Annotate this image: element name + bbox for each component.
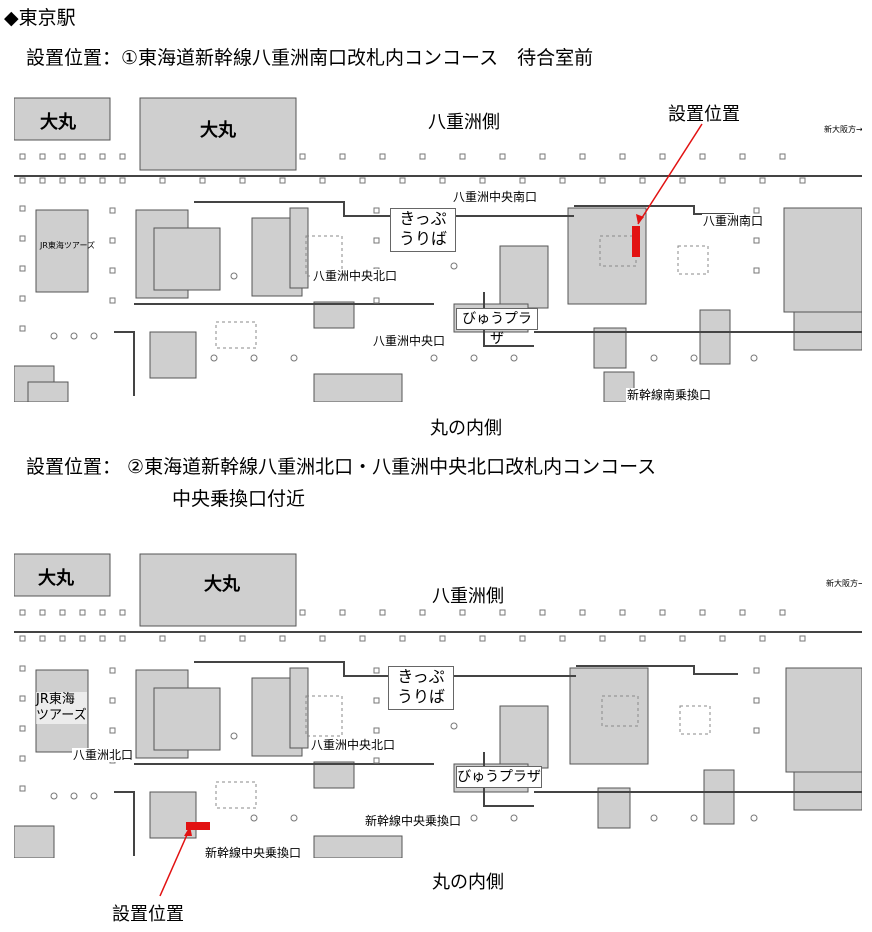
map1-callout-line [637, 123, 703, 225]
station-map-1: 大丸 大丸 八重洲側 設置位置 新大阪方→ きっぷ うりば びゅうプラザ JR東… [14, 96, 862, 402]
map2-corner-note: 新大阪方→ [826, 579, 862, 588]
map1-tours-label: JR東海ツアーズ [40, 241, 96, 250]
map2-exit-yaesu-kita[interactable]: 八重洲北口 [72, 748, 135, 762]
map2-install-marker [186, 822, 210, 830]
map1-daimaru-left-block [14, 97, 111, 141]
map1-callout-arrowhead [636, 214, 644, 224]
location1-caption: 設置位置：①東海道新幹線八重洲南口改札内コンコース 待合室前 [26, 47, 594, 69]
map1-exit-shinkansen-minami-transfer[interactable]: 新幹線南乗換口 [626, 388, 713, 402]
map2-daimaru-left-block [14, 553, 111, 597]
map1-marunouchi-side-label: 丸の内側 [430, 418, 502, 439]
map1-exit-yaesu-chuo-kita[interactable]: 八重洲中央北口 [312, 269, 399, 283]
map2-marunouchi-side-label: 丸の内側 [432, 872, 504, 893]
map1-corner-note: 新大阪方→ [824, 125, 862, 134]
map2-daimaru-right-block [139, 553, 297, 627]
map1-kippu-uriba[interactable]: きっぷ うりば [390, 208, 456, 252]
map2-daimaru-left-label: 大丸 [38, 568, 74, 589]
map1-exit-yaesu-minami[interactable]: 八重洲南口 [702, 214, 765, 228]
map1-exit-yaesu-chuo[interactable]: 八重洲中央口 [372, 334, 447, 348]
map2-callout-arrow [159, 826, 192, 897]
map1-daimaru-left-label: 大丸 [40, 112, 76, 133]
map2-install-callout: 設置位置 [112, 904, 184, 925]
station-title: ◆東京駅 [4, 7, 76, 29]
map2-yaesu-side-label: 八重洲側 [432, 586, 504, 607]
map1-yaesu-side-label: 八重洲側 [428, 112, 500, 133]
map1-install-callout: 設置位置 [668, 104, 740, 125]
map1-view-plaza[interactable]: びゅうプラザ [456, 308, 538, 347]
map-2-floorplan [14, 553, 862, 858]
map1-daimaru-right-label: 大丸 [200, 120, 236, 141]
map1-install-marker [632, 226, 640, 257]
map2-view-plaza[interactable]: びゅうプラザ [456, 766, 542, 788]
map2-kippu-uriba[interactable]: きっぷ うりば [388, 666, 454, 710]
map2-exit-shinkansen-chuo-transfer-a[interactable]: 新幹線中央乗換口 [364, 814, 463, 828]
map-1-floorplan [14, 97, 862, 402]
map2-exit-yaesu-chuo-kita[interactable]: 八重洲中央北口 [310, 738, 397, 752]
map1-exit-yaesu-chuo-minami[interactable]: 八重洲中央南口 [452, 190, 539, 204]
map2-daimaru-right-label: 大丸 [204, 574, 240, 595]
location2-caption-line2: 中央乗換口付近 [172, 488, 306, 510]
location2-caption-line1: 設置位置： ②東海道新幹線八重洲北口・八重洲中央北口改札内コンコース [26, 456, 657, 478]
map2-exit-shinkansen-chuo-transfer-b[interactable]: 新幹線中央乗換口 [204, 846, 303, 858]
map2-tours-label: JR東海 ツアーズ [36, 692, 87, 724]
station-map-2: 大丸 大丸 八重洲側 新大阪方→ きっぷ うりば びゅうプラザ JR東海 ツアー… [14, 552, 862, 858]
map1-daimaru-right-block [139, 97, 297, 171]
